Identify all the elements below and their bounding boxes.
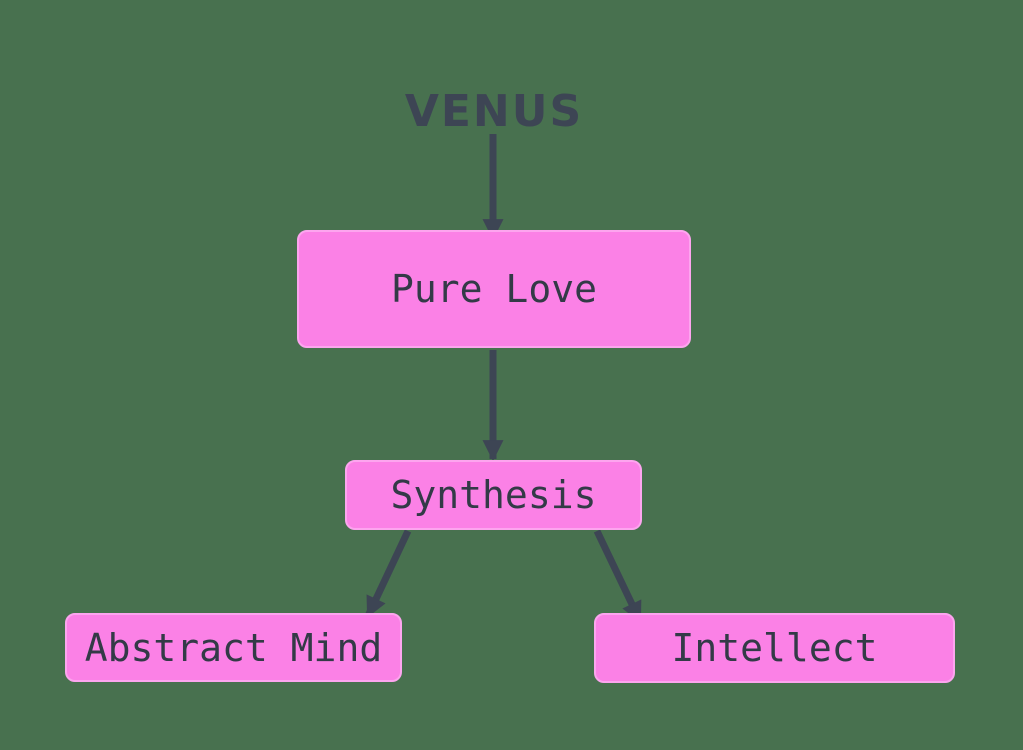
- node-pure-love-label: Pure Love: [391, 267, 597, 311]
- node-abstract-mind-label: Abstract Mind: [84, 625, 383, 670]
- node-synthesis: Synthesis: [345, 460, 642, 530]
- node-intellect-label: Intellect: [671, 626, 878, 670]
- node-pure-love: Pure Love: [297, 230, 691, 348]
- edge-synthesis-to-abstract-mind: [364, 529, 412, 618]
- node-abstract-mind: Abstract Mind: [65, 613, 402, 682]
- edge-synthesis-to-intellect: [593, 529, 644, 623]
- node-synthesis-label: Synthesis: [390, 473, 597, 517]
- diagram-title: VENUS: [404, 86, 584, 137]
- node-intellect: Intellect: [594, 613, 955, 683]
